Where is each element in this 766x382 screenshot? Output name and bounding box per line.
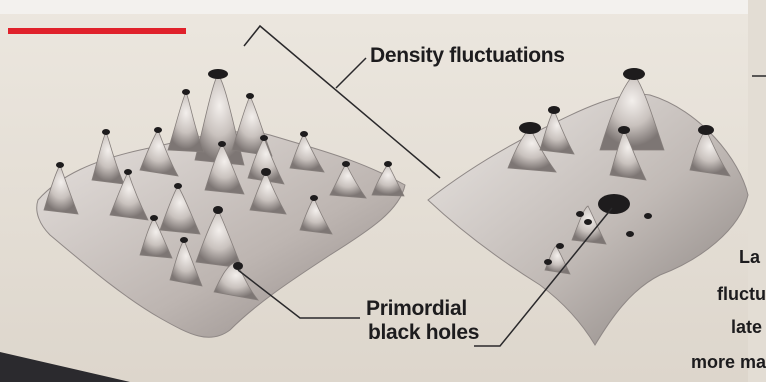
top-strip [0,0,766,14]
primordial-line2: black holes [368,321,479,345]
cutoff-text-3: late [731,317,762,337]
cutoff-text-4: more ma [691,352,766,372]
primordial-black-holes-label: Primordial black holes [366,297,479,344]
cutoff-text-1: La [739,247,760,267]
cutoff-text-2: fluctu [717,284,766,304]
primordial-line1: Primordial [366,297,479,321]
density-fluctuations-label: Density fluctuations [370,44,565,68]
